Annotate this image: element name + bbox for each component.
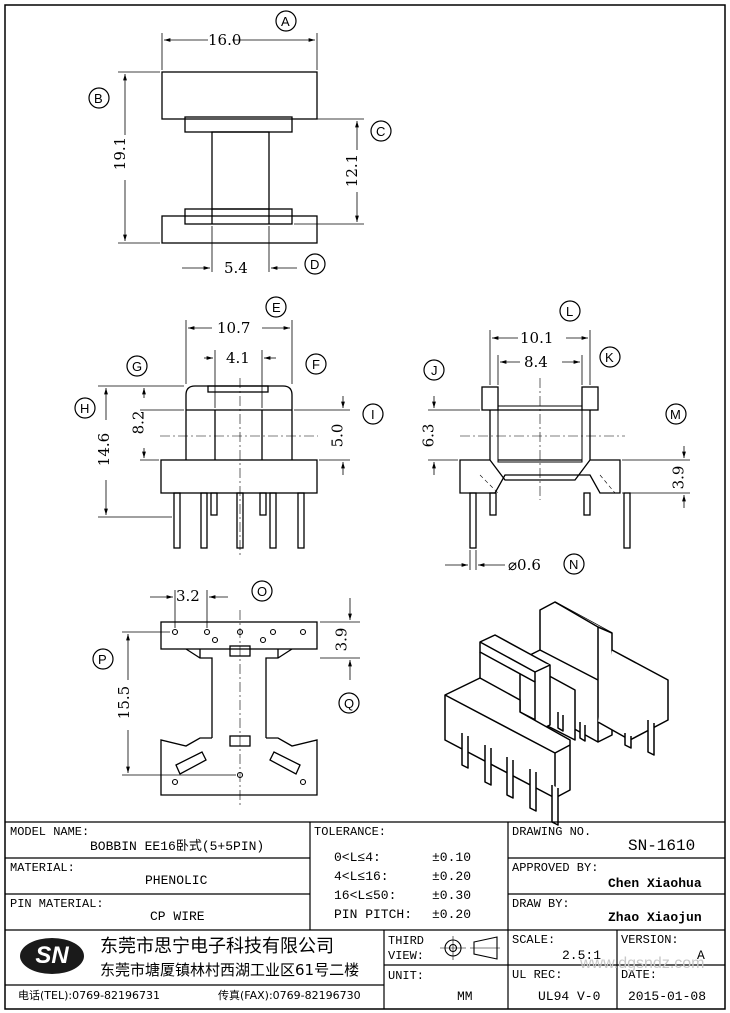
tolerance-value-1: ±0.10 — [432, 850, 472, 865]
scale-label: SCALE: — [512, 933, 556, 947]
callout-B-label: B — [94, 91, 103, 106]
dim-P: 15.5 — [115, 685, 134, 720]
company-tel: 电话(TEL):0769-82196731 — [18, 989, 161, 1002]
isometric-view — [444, 601, 669, 826]
company-address: 东莞市塘厦镇林村西湖工业区61号二楼 — [100, 961, 360, 979]
tolerance-value-3: ±0.30 — [432, 888, 472, 903]
callout-A-label: A — [281, 14, 290, 29]
callout-N-label: N — [569, 557, 579, 572]
bottom-view-dims — [122, 590, 360, 776]
version-label: VERSION: — [621, 933, 679, 947]
dim-G: 8.2 — [129, 410, 148, 435]
dim-D: 5.4 — [224, 259, 248, 277]
pin-material-value: CP WIRE — [150, 909, 205, 924]
model-name-value: BOBBIN EE16卧式(5+5PIN) — [90, 839, 265, 854]
dim-A: 16.0 — [208, 31, 242, 49]
callout-K-label: K — [605, 350, 614, 365]
dim-Q: 3.9 — [332, 627, 351, 652]
top-view — [161, 71, 318, 244]
callout-G-label: G — [132, 359, 143, 374]
dim-N: ⌀0.6 — [508, 556, 541, 574]
unit-label: UNIT: — [388, 969, 425, 983]
callout-E-label: E — [272, 300, 281, 315]
callout-J-label: J — [431, 363, 438, 378]
dim-C: 12.1 — [343, 153, 362, 188]
dim-F: 4.1 — [226, 349, 250, 367]
tolerance-range-4: PIN PITCH: — [334, 907, 413, 922]
callout-L-label: L — [566, 304, 574, 319]
approved-by-value: Chen Xiaohua — [608, 876, 702, 891]
dim-L: 10.1 — [520, 329, 554, 347]
title-block-grid — [5, 821, 725, 1009]
callout-I-label: I — [371, 407, 375, 422]
dim-M: 3.9 — [669, 465, 688, 490]
front-view — [160, 385, 318, 549]
tolerance-value-4: ±0.20 — [432, 907, 472, 922]
front-view-dims — [98, 320, 350, 518]
draw-by-label: DRAW BY: — [512, 897, 570, 911]
dim-B: 19.1 — [111, 136, 130, 171]
callout-O-label: O — [257, 584, 268, 599]
callout-C-label: C — [376, 124, 386, 139]
callout-H-label: H — [80, 401, 90, 416]
date-label: DATE: — [621, 968, 658, 982]
callout-M-label: M — [670, 407, 681, 422]
tolerance-value-2: ±0.20 — [432, 869, 472, 884]
model-name-label: MODEL NAME: — [10, 825, 90, 839]
ul-rec-value: UL94 V-0 — [538, 989, 601, 1004]
dim-E: 10.7 — [217, 319, 251, 337]
unit-value: MM — [457, 989, 473, 1004]
draw-by-value: Zhao Xiaojun — [608, 910, 702, 925]
watermark: www.dgsndz.com — [580, 955, 705, 972]
callout-D-label: D — [310, 257, 320, 272]
bottom-view-pins — [171, 628, 307, 786]
callout-P-label: P — [98, 652, 107, 667]
dim-O: 3.2 — [176, 587, 200, 605]
third-view-label-1: THIRD — [388, 934, 425, 948]
side-view-dims — [428, 330, 690, 570]
side-view-center — [460, 378, 625, 500]
bottom-view — [160, 621, 318, 796]
drawing-no-value: SN-1610 — [628, 837, 696, 855]
pin-material-label: PIN MATERIAL: — [10, 897, 104, 911]
material-label: MATERIAL: — [10, 861, 75, 875]
callout-F-label: F — [312, 357, 320, 372]
third-view-symbol — [440, 936, 500, 960]
drawing-no-label: DRAWING NO. — [512, 825, 592, 839]
date-value: 2015-01-08 — [628, 989, 707, 1004]
ul-rec-label: UL REC: — [512, 968, 563, 982]
company-name: 东莞市思宁电子科技有限公司 — [100, 936, 334, 957]
company-logo: SN — [20, 938, 84, 974]
tolerance-label: TOLERANCE: — [314, 825, 387, 839]
dim-H: 14.6 — [95, 432, 114, 467]
scale-value: 2.5:1 — [562, 948, 602, 963]
approved-by-label: APPROVED BY: — [512, 861, 599, 875]
tolerance-range-3: 16<L≤50: — [334, 888, 397, 903]
sheet-border — [4, 4, 726, 1010]
tolerance-range-2: 4<L≤16: — [334, 869, 389, 884]
material-value: PHENOLIC — [145, 873, 208, 888]
dim-I: 5.0 — [328, 423, 347, 448]
front-view-center — [160, 378, 318, 555]
side-view-hidden — [479, 474, 616, 494]
dim-K: 8.4 — [524, 353, 548, 371]
version-value: A — [697, 948, 705, 963]
third-view-label-2: VIEW: — [388, 949, 425, 963]
top-view-dims — [118, 33, 364, 272]
tolerance-range-1: 0<L≤4: — [334, 850, 381, 865]
company-fax: 传真(FAX):0769-82196730 — [218, 989, 361, 1002]
callout-Q-label: Q — [344, 696, 355, 711]
side-view — [459, 386, 631, 549]
dim-J: 6.3 — [419, 423, 438, 448]
